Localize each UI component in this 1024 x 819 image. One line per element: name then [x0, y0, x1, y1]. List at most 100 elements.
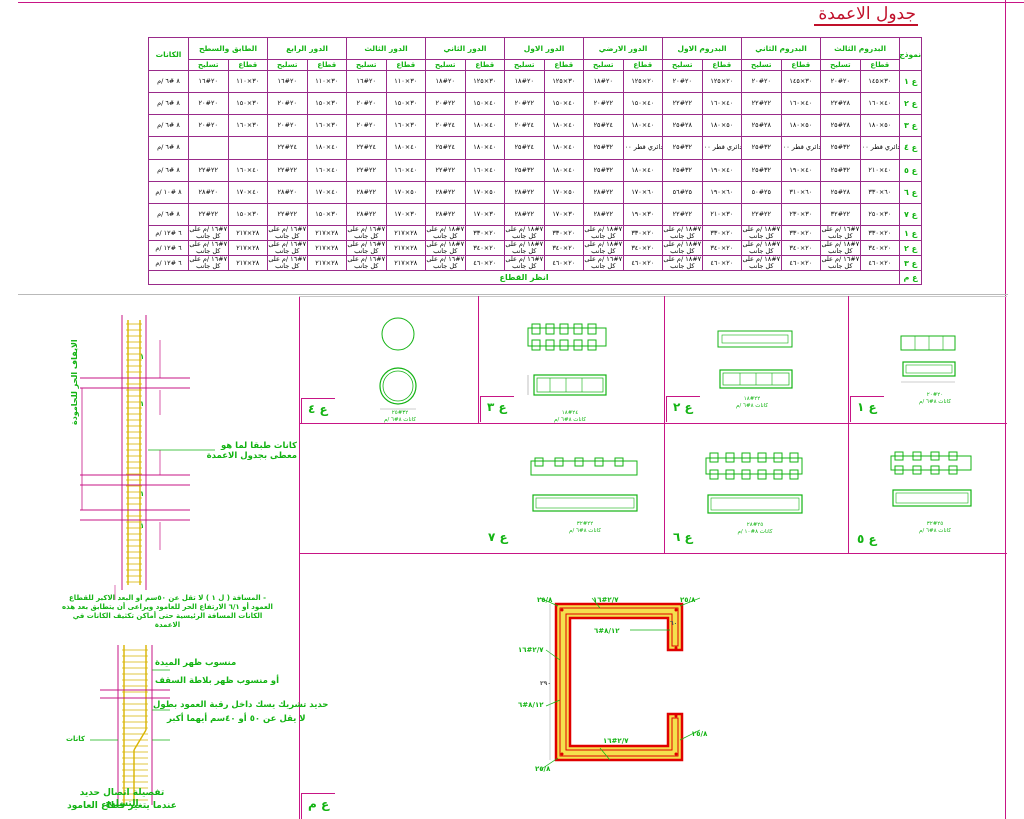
cell-rebar: ٣٢#٢٥	[583, 158, 624, 182]
cell-section: ٣٠×١٦٠	[227, 114, 268, 138]
cell-section: ٢٠×٤٦٠	[622, 255, 664, 271]
cell-rebar: ٢٠#٢٠	[267, 92, 308, 116]
core-tag: ع م	[308, 797, 330, 811]
cell-section: ٣٠×١٦٠	[306, 114, 347, 138]
subheader-rebar: تسليح	[267, 59, 308, 71]
cell-rebar: ٢٢#٢٠	[425, 92, 466, 116]
core-label: ٢/٧#١٦	[518, 646, 544, 654]
cell-rebar: ٣٢#٢٥	[662, 158, 703, 182]
c5-cap1: ٢٥#٣٢	[926, 521, 944, 527]
cell-rebar: ٧#١٨ /م على كل جانب	[662, 240, 703, 256]
cell-rebar: ٢٠#٢٠	[188, 92, 229, 116]
cell-rebar: ٧#١٨ /م على كل جانب	[741, 240, 782, 256]
splice-label-a: منسوب ظهر الميدة	[155, 658, 237, 668]
cell-section: ٥٠×١٧٠	[543, 180, 585, 204]
grid-row1	[299, 423, 1007, 424]
c3-tag-box	[480, 396, 514, 422]
cell-section: ٤٠×١٨٠	[622, 114, 664, 138]
cell-section: ٢٠×٤٦٠	[780, 255, 822, 271]
cell-section: ٦٠×٣١٠	[780, 180, 822, 204]
cell-rebar: ٢٢#٢٢	[267, 158, 308, 182]
subheader-rebar: تسليح	[188, 59, 229, 71]
column-elevation-detail	[80, 315, 215, 805]
free-height-label: الايقاف الحر للحامودة	[70, 339, 79, 425]
cell-section: ٣٠×١٩٠	[622, 202, 664, 227]
cell-section: ٤٠×١٩٠	[780, 158, 822, 182]
cell-section: ٣٠×١٤٥	[780, 69, 822, 94]
core-wall-section	[540, 597, 700, 771]
subheader-section: قطاع	[701, 59, 743, 71]
cell-section: دائري قطر ١٠٠سم	[859, 136, 901, 160]
grid-row2	[299, 553, 1007, 554]
grid-col-c	[848, 296, 849, 554]
cell-rebar: ٧#١٦ /م على كل جانب	[267, 255, 308, 271]
cell-section: ٤٠×١٨٠	[306, 136, 347, 160]
cell-section: ٢٠×٤٦٠	[701, 255, 743, 271]
cell-rebar: ٢٢#٢٢	[662, 92, 703, 116]
footer-note: انظر القطاع	[147, 270, 901, 285]
cell-rebar: ٢٢#٢٢	[425, 158, 466, 182]
cell-section: ٣٠×١٥٠	[306, 92, 347, 116]
mark-l1: ١	[140, 353, 145, 361]
c7-cap2: كانات ٨#٦ /م	[569, 528, 601, 534]
cell-rebar: ٢٠#١٦	[188, 69, 229, 94]
cell-rebar: ٧#١٨ /م على كل جانب	[662, 255, 703, 271]
cell-rebar: ٧#١٦ /م على كل جانب	[188, 225, 229, 241]
splice-label-d: لا يقل عن ٥٠ أو ٤٠سم أيهما أكبر	[167, 714, 306, 724]
row-stirrups: ٦ #١٢ /م	[148, 240, 189, 256]
c2-cap1: ٢٢#١٨	[743, 396, 761, 402]
cell-rebar: ٧#١٦ /م على كل جانب	[820, 225, 861, 241]
cell-section: ٢٨×٢١٧	[227, 225, 268, 241]
cell-section: ٤٠×١٨٠	[543, 136, 585, 160]
subheader-rebar: تسليح	[662, 59, 703, 71]
grid-top	[299, 296, 1007, 297]
cell-rebar: ٧#١٨ /م على كل جانب	[583, 225, 624, 241]
row-stirrups: ٨ #٦ /م	[148, 92, 189, 116]
cell-section: ٢٠×٣٣٠	[464, 225, 506, 241]
section-c5-drawing	[890, 451, 972, 507]
cell-rebar: ٢٠#٢٠	[346, 92, 387, 116]
row-type: ع ١	[899, 69, 923, 94]
section-c7-drawing	[530, 457, 638, 512]
cell-section: ٤٠×١٦٠	[701, 92, 743, 116]
subheader-section: قطاع	[306, 59, 347, 71]
cell-section: ٣٠×١٧٠	[543, 202, 585, 227]
cell-rebar: ٢٥#٥٦	[662, 180, 703, 204]
core-tag-box	[301, 793, 335, 819]
subheader-section: قطاع	[227, 59, 268, 71]
splice-label-b: أو منسوب ظهر بلاطة السقف	[155, 676, 279, 686]
c3-tag: ع ٣	[487, 400, 507, 414]
cell-rebar: ٢٠#١٨	[504, 69, 545, 94]
cell-rebar: ٢٠#٢٠	[820, 69, 861, 94]
mark-l1: ١	[140, 490, 145, 498]
c1-cap2: كانات ٨#٦ /م	[919, 399, 951, 405]
cell-section: ٢٠×٣٣٠	[701, 225, 743, 241]
frame-top	[18, 2, 1024, 3]
cell-section: ٦٠×١٧٠	[622, 180, 664, 204]
c3-cap2: كانات ٨#٦ /م	[554, 417, 586, 423]
cell-section: ٣٠×١٥٠	[227, 202, 268, 227]
subheader-section: قطاع	[385, 59, 426, 71]
row-type: ع ٢	[899, 240, 923, 256]
c5-tag: ع ٥	[857, 532, 877, 546]
cell-rebar: ٧#١٦ /م على كل جانب	[820, 255, 861, 271]
cell-rebar: ٢٤#٢٠	[504, 114, 545, 138]
cell-rebar: ٧#١٦ /م على كل جانب	[188, 255, 229, 271]
core-dim-top: ٦٠	[670, 620, 678, 627]
cell-rebar: ٧#١٦ /م على كل جانب	[346, 225, 387, 241]
cell-rebar: ٢٢#٢٨	[425, 180, 466, 204]
c7-tag: ع ٧	[488, 530, 508, 544]
row-type: ع ٧	[899, 202, 923, 227]
cell-section: ٢٠×٣٣٠	[622, 225, 664, 241]
subheader-section: قطاع	[464, 59, 506, 71]
subheader-rebar: تسليح	[820, 59, 861, 71]
c6-cap1: ٢٥#٢٨	[746, 522, 764, 528]
column-schedule-table: نموذج البدروم الثالث البدروم الثاني البد…	[147, 37, 923, 285]
cell-section: ٢٨×٢١٧	[306, 255, 347, 271]
cell-rebar: ٧#١٨ /م على كل جانب	[425, 225, 466, 241]
